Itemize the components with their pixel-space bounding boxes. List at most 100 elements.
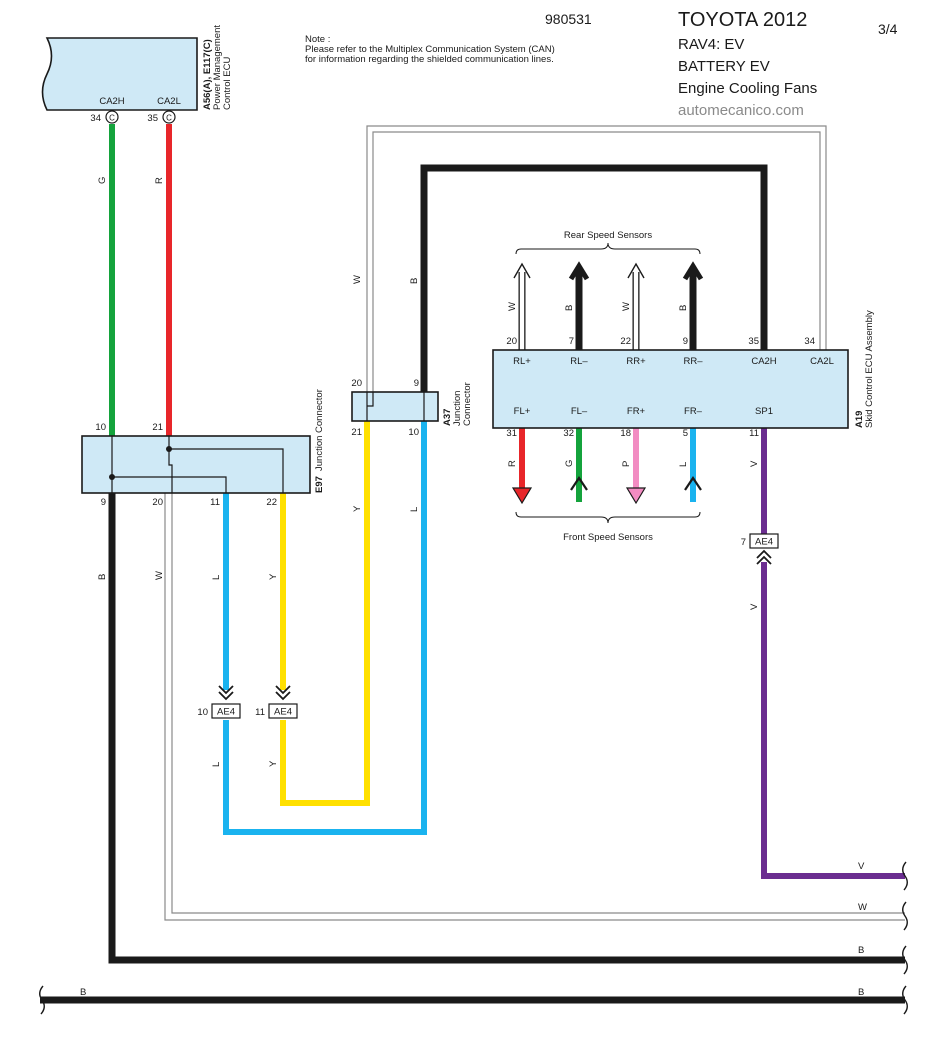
a19-num-11: 11 bbox=[749, 428, 759, 439]
a19-pin-ca2h: CA2H bbox=[751, 356, 776, 367]
a19-pin-sp1: SP1 bbox=[755, 406, 773, 417]
note-label: Note : bbox=[305, 34, 330, 45]
rear-sensor-rr-minus bbox=[682, 261, 704, 350]
e97-pin-22: 22 bbox=[266, 497, 277, 508]
e97-pin-10: 10 bbox=[95, 422, 106, 433]
wire-label-r-fl: R bbox=[507, 460, 518, 467]
wire-label-l-fr: L bbox=[678, 462, 689, 467]
wire-label-b-rl: B bbox=[564, 305, 575, 311]
diagram-code: 980531 bbox=[545, 11, 592, 27]
wire-color-labels: G R W B B W L Y L Y Y L W B W B R G P L … bbox=[80, 177, 867, 998]
blue-wire-to-a37 bbox=[223, 421, 427, 835]
front-sensor-fl-plus bbox=[511, 428, 533, 505]
vehicle-system: BATTERY EV bbox=[678, 58, 770, 75]
a19-pin-rr-plus: RR+ bbox=[626, 356, 646, 367]
e97-name: Junction Connector bbox=[314, 389, 325, 471]
e97-pin-20: 20 bbox=[152, 497, 163, 508]
a19-num-9: 9 bbox=[683, 336, 688, 347]
a37-pin-9: 9 bbox=[414, 378, 419, 389]
wire-label-w-e97: W bbox=[154, 571, 165, 580]
pm-pin-ca2h: CA2H bbox=[99, 96, 124, 107]
rear-sensors-brace bbox=[515, 242, 701, 255]
a19-name: Skid Control ECU Assembly bbox=[864, 310, 875, 428]
ae4-label-1: AE4 bbox=[217, 707, 235, 718]
wire-label-b-bottom-right: B bbox=[858, 987, 864, 998]
wire-label-b-e97: B bbox=[97, 574, 108, 580]
a19-num-35: 35 bbox=[748, 336, 759, 347]
e97-pin-9: 9 bbox=[101, 497, 106, 508]
a19-code: A19 bbox=[854, 411, 865, 428]
source-site: automecanico.com bbox=[678, 102, 804, 119]
a37-junction-connector: 20 9 21 10 A37 Junction Connector bbox=[351, 378, 473, 438]
ae4-label-3: AE4 bbox=[755, 537, 773, 548]
purple-wire-sp1-lower bbox=[761, 562, 905, 879]
pm-conn-c-2: C bbox=[166, 114, 172, 123]
front-speed-sensors-label: Front Speed Sensors bbox=[563, 532, 653, 543]
wire-label-w-rr: W bbox=[621, 302, 632, 311]
white-wire-ca2l bbox=[366, 125, 827, 392]
wire-label-w-a37: W bbox=[352, 275, 363, 284]
ae4-pin-7: 7 bbox=[741, 537, 746, 548]
rear-sensor-rl-plus bbox=[513, 262, 531, 350]
front-sensors-brace bbox=[515, 511, 701, 524]
wire-label-r: R bbox=[154, 177, 165, 184]
wire-label-p-fr: P bbox=[621, 461, 632, 467]
wire-label-v-right: V bbox=[858, 861, 865, 872]
a19-pin-rl-minus: RL– bbox=[570, 356, 588, 367]
a37-pin-10: 10 bbox=[408, 427, 419, 438]
pm-pin-num-34: 34 bbox=[90, 113, 101, 124]
a19-pin-rl-plus: RL+ bbox=[513, 356, 531, 367]
wire-label-g: G bbox=[97, 177, 108, 184]
e97-code: E97 bbox=[314, 476, 325, 493]
wire-label-l-ae4: L bbox=[211, 762, 222, 767]
e97-junction-connector: 10 21 9 20 11 22 E97 Junction Connector bbox=[81, 389, 325, 508]
wire-label-b-bottom-left: B bbox=[80, 987, 86, 998]
ae4-pin-10: 10 bbox=[197, 707, 208, 718]
a19-pin-ca2l: CA2L bbox=[810, 356, 834, 367]
wire-label-b-right: B bbox=[858, 945, 864, 956]
a19-num-32: 32 bbox=[563, 428, 574, 439]
e97-pin-11: 11 bbox=[210, 497, 220, 508]
a37-name-1: Junction bbox=[452, 391, 463, 426]
a19-skid-control-ecu: RL+ RL– RR+ RR– CA2H CA2L 20 7 22 9 35 3… bbox=[492, 310, 875, 439]
pm-pin-ca2l: CA2L bbox=[157, 96, 181, 107]
front-sensor-fl-minus bbox=[570, 428, 588, 502]
white-wire-e97-pin20 bbox=[164, 493, 905, 921]
a19-pin-fl-minus: FL– bbox=[571, 406, 588, 417]
a19-pin-fr-minus: FR– bbox=[684, 406, 703, 417]
black-wire-ground bbox=[108, 493, 905, 964]
wire-label-y-ae4: Y bbox=[268, 760, 279, 767]
wire-label-b-a37: B bbox=[409, 278, 420, 284]
pm-conn-c-1: C bbox=[109, 114, 115, 123]
wire-label-g-fl: G bbox=[564, 460, 575, 467]
vehicle-model: RAV4: EV bbox=[678, 36, 744, 53]
wire-label-w-right: W bbox=[858, 902, 867, 913]
a19-pin-fr-plus: FR+ bbox=[627, 406, 646, 417]
a37-pin-21: 21 bbox=[351, 427, 362, 438]
ae4-connector-10: AE4 10 bbox=[197, 685, 241, 719]
wire-label-v-ae4: V bbox=[749, 603, 760, 610]
front-sensor-fr-minus bbox=[684, 428, 702, 502]
rear-sensor-rr-plus bbox=[627, 262, 645, 350]
a19-num-31: 31 bbox=[506, 428, 517, 439]
ae4-connector-7: AE4 7 bbox=[741, 533, 779, 565]
ae4-connector-11: AE4 11 bbox=[255, 685, 298, 719]
wire-label-y-a37: Y bbox=[352, 505, 363, 512]
a37-code: A37 bbox=[442, 409, 453, 426]
yellow-wire-to-a37 bbox=[280, 421, 370, 806]
a37-pin-20: 20 bbox=[351, 378, 362, 389]
ae4-label-2: AE4 bbox=[274, 707, 292, 718]
vehicle-make: TOYOTA 2012 bbox=[678, 9, 807, 31]
ae4-pin-11: 11 bbox=[255, 707, 265, 718]
a19-pin-fl-plus: FL+ bbox=[514, 406, 531, 417]
black-wire-ca2h bbox=[420, 164, 768, 392]
power-management-ecu: CA2H CA2L A56(A), E117(C) Power Manageme… bbox=[41, 25, 233, 124]
wire-label-l-e97: L bbox=[211, 575, 222, 580]
wire-label-y-e97: Y bbox=[268, 573, 279, 580]
wire-label-b-rr: B bbox=[678, 305, 689, 311]
pm-ecu-name-2: Control ECU bbox=[222, 57, 233, 110]
a19-num-22: 22 bbox=[620, 336, 631, 347]
a19-num-7: 7 bbox=[569, 336, 574, 347]
